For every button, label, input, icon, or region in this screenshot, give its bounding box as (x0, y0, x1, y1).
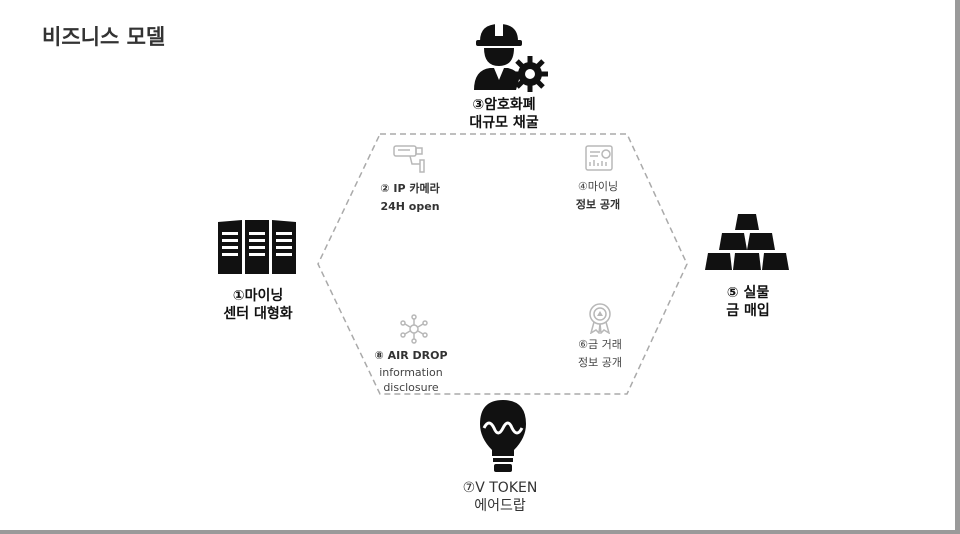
node-1-line1: ①마이닝 (232, 288, 284, 304)
node-8-line1: ⑧ AIR DROP (374, 349, 448, 362)
node-5-line2: 금 매입 (726, 303, 770, 319)
page-title: 비즈니스 모델 (42, 25, 166, 49)
node-7-label: ⑦V TOKEN 에어드랍 (448, 479, 552, 515)
node-3-line1: ③암호화폐 (472, 97, 536, 113)
node-8-line3: disclosure (383, 381, 439, 394)
server-rack-icon (218, 220, 296, 274)
network-nodes-icon (400, 314, 428, 344)
worker-gear-icon (474, 22, 548, 92)
node-6-line2: 정보 공개 (578, 356, 622, 369)
lightbulb-icon (480, 400, 526, 472)
node-6-line1: ⑥금 거래 (578, 338, 622, 351)
node-1-line2: 센터 대형화 (223, 306, 293, 322)
node-2-line2: 24H open (380, 200, 440, 213)
node-3-label: ③암호화폐 대규모 채굴 (448, 96, 560, 132)
node-4-line1: ④마이닝 (577, 180, 619, 193)
node-7-line2: 에어드랍 (474, 498, 526, 514)
gold-bars-icon (705, 214, 789, 270)
node-1-label: ①마이닝 센터 대형화 (208, 287, 308, 323)
node-4-line2: 정보 공개 (575, 198, 621, 211)
cctv-camera-icon (393, 145, 425, 173)
node-4-label: ④마이닝 정보 공개 (550, 178, 646, 214)
node-7-line1: ⑦V TOKEN (462, 480, 538, 496)
node-5-label: ⑤ 실물 금 매입 (700, 284, 796, 320)
node-8-line2: information (379, 366, 443, 379)
award-badge-icon (589, 303, 611, 334)
node-3-line2: 대규모 채굴 (469, 115, 539, 131)
dashboard-report-icon (585, 145, 613, 171)
node-8-label: ⑧ AIR DROP information disclosure (356, 347, 466, 395)
node-2-line1: ② IP 카메라 (380, 182, 440, 195)
node-2-label: ② IP 카메라 24H open (360, 180, 460, 216)
node-5-line1: ⑤ 실물 (726, 285, 770, 301)
node-6-label: ⑥금 거래 정보 공개 (550, 336, 650, 372)
